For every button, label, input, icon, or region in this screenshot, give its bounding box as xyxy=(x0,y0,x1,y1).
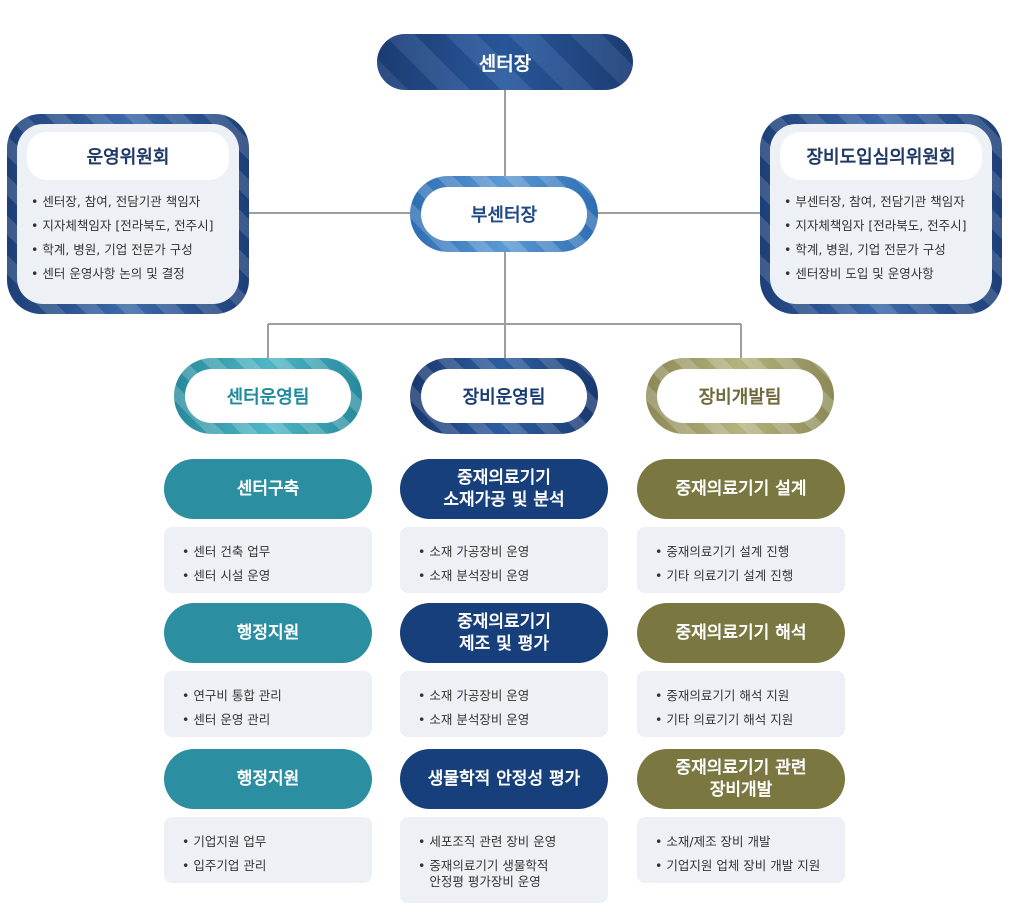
list-item: 센터 건축 업무 xyxy=(182,540,354,564)
list-item: 세포조직 관련 장비 운영 xyxy=(418,830,590,854)
equipment-committee: 장비도입심의위원회 부센터장, 참여, 전담기관 책임자 지자체책임자 [전라북… xyxy=(760,114,1002,314)
task-header: 행정지원 xyxy=(164,749,372,809)
center-director-box: 센터장 xyxy=(377,34,633,90)
team-label: 장비개발팀 xyxy=(698,387,782,408)
list-item: 연구비 통합 관리 xyxy=(182,684,354,708)
task-header: 행정지원 xyxy=(164,603,372,663)
operations-committee: 운영위원회 센터장, 참여, 전담기관 책임자 지자체책임자 [전라북도, 전주… xyxy=(7,114,249,314)
task-header: 센터구축 xyxy=(164,459,372,519)
list-item: 소재 가공장비 운영 xyxy=(418,540,590,564)
equipment-committee-title: 장비도입심의위원회 xyxy=(780,132,982,180)
operations-committee-list: 센터장, 참여, 전담기관 책임자 지자체책임자 [전라북도, 전주시] 학계,… xyxy=(31,190,225,286)
task-title: 중재의료기기 설계 xyxy=(675,479,807,499)
list-item: 학계, 병원, 기업 전문가 구성 xyxy=(784,238,978,262)
list-item: 기타 의료기기 설계 진행 xyxy=(655,564,827,588)
task-detail: 중재의료기기 해석 지원 기타 의료기기 해석 지원 xyxy=(637,671,845,737)
list-item: 부센터장, 참여, 전담기관 책임자 xyxy=(784,190,978,214)
task-header: 중재의료기기 해석 xyxy=(637,603,845,663)
task-header: 중재의료기기 관련 장비개발 xyxy=(637,749,845,809)
list-item: 소재 분석장비 운영 xyxy=(418,564,590,588)
list-item: 기업지원 업무 xyxy=(182,830,354,854)
list-item: 센터 시설 운영 xyxy=(182,564,354,588)
task-detail: 기업지원 업무 입주기업 관리 xyxy=(164,817,372,883)
list-item: 소재/제조 장비 개발 xyxy=(655,830,827,854)
task-title: 생물학적 안정성 평가 xyxy=(427,769,581,789)
list-item: 학계, 병원, 기업 전문가 구성 xyxy=(31,238,225,262)
task-title: 중재의료기기 관련 장비개발 xyxy=(675,758,807,800)
task-header: 생물학적 안정성 평가 xyxy=(400,749,608,809)
list-item: 소재 분석장비 운영 xyxy=(418,708,590,732)
operations-committee-title: 운영위원회 xyxy=(27,132,229,180)
task-title: 센터구축 xyxy=(236,479,300,499)
task-title: 중재의료기기 제조 및 평가 xyxy=(457,612,551,654)
task-title: 행정지원 xyxy=(236,623,300,643)
team-equipment-development: 장비개발팀 xyxy=(646,358,834,434)
task-detail: 소재 가공장비 운영 소재 분석장비 운영 xyxy=(400,527,608,593)
list-item: 지자체책임자 [전라북도, 전주시] xyxy=(31,214,225,238)
equipment-committee-list: 부센터장, 참여, 전담기관 책임자 지자체책임자 [전라북도, 전주시] 학계… xyxy=(784,190,978,286)
list-item: 입주기업 관리 xyxy=(182,854,354,878)
task-title: 행정지원 xyxy=(236,769,300,789)
deputy-director-box: 부센터장 xyxy=(410,176,598,252)
list-item: 센터 운영사항 논의 및 결정 xyxy=(31,262,225,286)
team-center-operations: 센터운영팀 xyxy=(174,358,362,434)
task-header: 중재의료기기 설계 xyxy=(637,459,845,519)
task-detail: 연구비 통합 관리 센터 운영 관리 xyxy=(164,671,372,737)
task-title: 중재의료기기 해석 xyxy=(675,623,807,643)
task-detail: 소재/제조 장비 개발 기업지원 업체 장비 개발 지원 xyxy=(637,817,845,883)
list-item: 중재의료기기 해석 지원 xyxy=(655,684,827,708)
team-label: 장비운영팀 xyxy=(462,387,546,408)
task-header: 중재의료기기 소재가공 및 분석 xyxy=(400,459,608,519)
team-label: 센터운영팀 xyxy=(226,387,310,408)
list-item: 센터장비 도입 및 운영사항 xyxy=(784,262,978,286)
task-header: 중재의료기기 제조 및 평가 xyxy=(400,603,608,663)
list-item: 기타 의료기기 해석 지원 xyxy=(655,708,827,732)
center-director-label: 센터장 xyxy=(478,52,532,75)
team-equipment-operations: 장비운영팀 xyxy=(410,358,598,434)
task-detail: 센터 건축 업무 센터 시설 운영 xyxy=(164,527,372,593)
list-item: 기업지원 업체 장비 개발 지원 xyxy=(655,854,827,878)
task-detail: 중재의료기기 설계 진행 기타 의료기기 설계 진행 xyxy=(637,527,845,593)
list-item: 센터 운영 관리 xyxy=(182,708,354,732)
task-detail: 소재 가공장비 운영 소재 분석장비 운영 xyxy=(400,671,608,737)
deputy-director-label: 부센터장 xyxy=(470,205,538,226)
list-item: 지자체책임자 [전라북도, 전주시] xyxy=(784,214,978,238)
task-title: 중재의료기기 소재가공 및 분석 xyxy=(443,468,565,510)
list-item: 중재의료기기 설계 진행 xyxy=(655,540,827,564)
list-item: 소재 가공장비 운영 xyxy=(418,684,590,708)
list-item: 센터장, 참여, 전담기관 책임자 xyxy=(31,190,225,214)
